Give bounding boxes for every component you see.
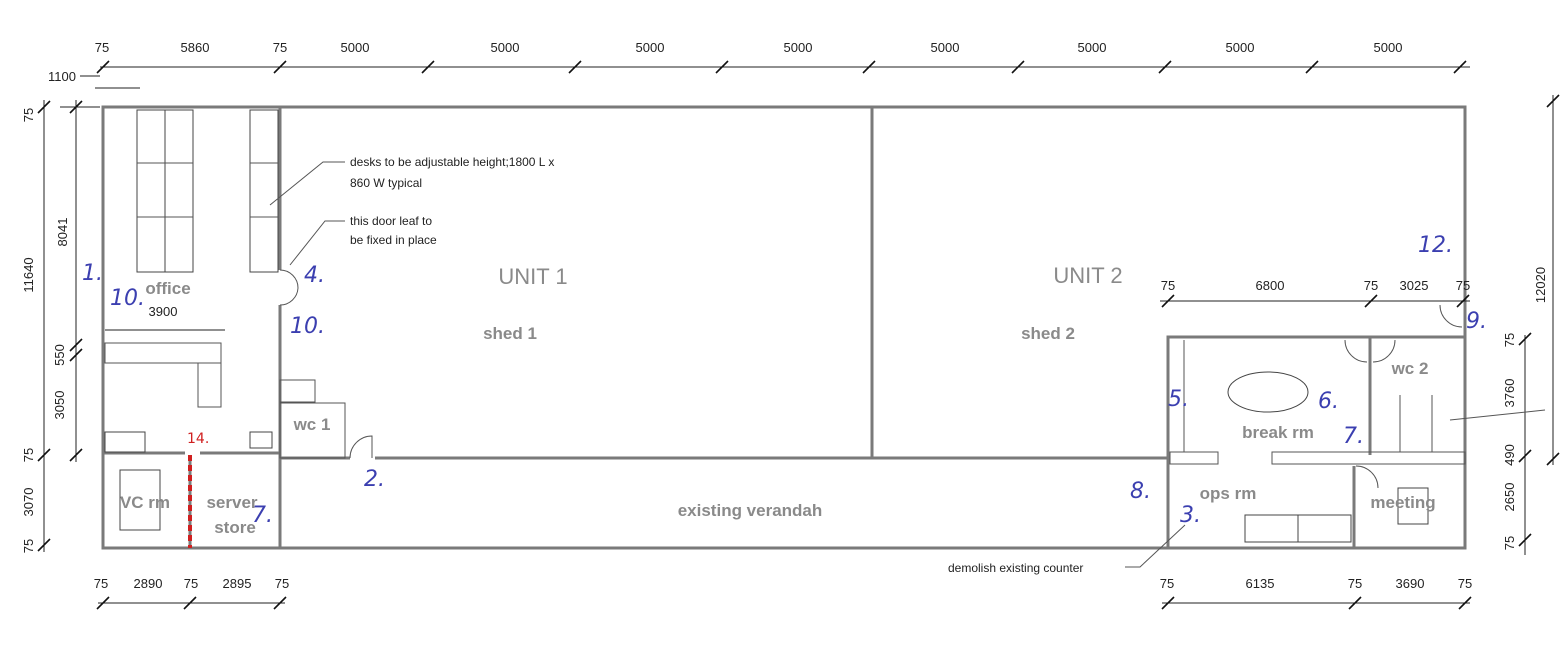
dim-label: 3070 bbox=[21, 488, 36, 517]
dim-label: 75 bbox=[21, 539, 36, 553]
left-dimension-lines: 75 8041 11640 550 3050 75 3070 75 bbox=[21, 100, 100, 553]
annotations: desks to be adjustable height;1800 L x 8… bbox=[269, 155, 1186, 575]
dim-label: 1100 bbox=[48, 69, 76, 84]
room-labels: UNIT 1 shed 1 UNIT 2 shed 2 office wc 1 … bbox=[120, 263, 1436, 537]
wc1-label: wc 1 bbox=[293, 415, 331, 434]
dim-label: 75 bbox=[184, 576, 198, 591]
inner-right-dimensions: 75 6800 75 3025 75 bbox=[1161, 278, 1470, 308]
marker: 14. bbox=[187, 431, 209, 447]
dim-label: 2895 bbox=[223, 576, 252, 591]
wc2-label: wc 2 bbox=[1391, 359, 1429, 378]
dim-label: 8041 bbox=[55, 218, 70, 247]
marker: 10. bbox=[110, 286, 145, 311]
dimension-tick bbox=[421, 60, 435, 74]
break-room-label: break rm bbox=[1242, 423, 1314, 442]
dim-label: 75 bbox=[275, 576, 289, 591]
dim-label: 5000 bbox=[1374, 40, 1403, 55]
dim-label: 75 bbox=[1160, 576, 1174, 591]
marker: 6. bbox=[1318, 389, 1339, 414]
dim-label: 12020 bbox=[1533, 267, 1548, 303]
shed-1-label: shed 1 bbox=[483, 324, 537, 343]
dim-label: 75 bbox=[1502, 536, 1517, 550]
dim-label: 3900 bbox=[149, 304, 178, 319]
dim-label: 75 bbox=[1364, 278, 1378, 293]
furniture bbox=[104, 109, 1429, 543]
dim-label: 75 bbox=[95, 40, 109, 55]
ops-room-label: ops rm bbox=[1200, 484, 1257, 503]
dim-label: 6135 bbox=[1246, 576, 1275, 591]
dimension-tick bbox=[715, 60, 729, 74]
marker: 1. bbox=[82, 261, 103, 286]
dim-label: 75 bbox=[21, 108, 36, 122]
dim-label: 5000 bbox=[491, 40, 520, 55]
marker: 8. bbox=[1130, 479, 1151, 504]
dim-label: 75 bbox=[1456, 278, 1470, 293]
dimension-tick bbox=[1453, 60, 1467, 74]
dim-label: 5000 bbox=[1226, 40, 1255, 55]
vc-room-label: VC rm bbox=[120, 493, 170, 512]
marker: 7. bbox=[252, 503, 273, 528]
dimension-tick bbox=[1305, 60, 1319, 74]
dim-label: 75 bbox=[1502, 333, 1517, 347]
dimension-tick bbox=[862, 60, 876, 74]
marker: 2. bbox=[364, 467, 385, 492]
dim-label: 5000 bbox=[1078, 40, 1107, 55]
marker: 10. bbox=[290, 314, 325, 339]
dim-label: 75 bbox=[1458, 576, 1472, 591]
dimension-tick bbox=[273, 60, 287, 74]
dimension-tick bbox=[96, 60, 110, 74]
dimension-tick bbox=[1011, 60, 1025, 74]
desks-note: desks to be adjustable height;1800 L x bbox=[350, 155, 554, 169]
right-dimension-lines: 12020 75 3760 490 2650 75 bbox=[1449, 94, 1560, 555]
marker: 12. bbox=[1418, 233, 1453, 258]
dim-label: 550 bbox=[52, 344, 67, 366]
office-label: office bbox=[145, 279, 190, 298]
marker: 7. bbox=[1343, 424, 1364, 449]
dim-label: 2650 bbox=[1502, 483, 1517, 512]
meeting-label: meeting bbox=[1370, 493, 1435, 512]
dim-label: 2890 bbox=[134, 576, 163, 591]
dim-label: 75 bbox=[21, 448, 36, 462]
dim-label: 3025 bbox=[1400, 278, 1429, 293]
unit-1-label: UNIT 1 bbox=[498, 264, 567, 289]
dim-label: 5000 bbox=[784, 40, 813, 55]
dim-label: 75 bbox=[273, 40, 287, 55]
desks-note: 860 W typical bbox=[350, 176, 422, 190]
dim-label: 490 bbox=[1502, 444, 1517, 466]
dim-label: 11640 bbox=[21, 257, 36, 292]
marker: 4. bbox=[304, 263, 325, 288]
store-label: store bbox=[214, 518, 256, 537]
door-note: this door leaf to bbox=[350, 214, 432, 228]
marker: 5. bbox=[1168, 387, 1189, 412]
dim-label: 75 bbox=[94, 576, 108, 591]
building-walls: 3900 bbox=[101, 105, 1470, 550]
shed-2-label: shed 2 bbox=[1021, 324, 1075, 343]
marker: 9. bbox=[1466, 309, 1487, 334]
marker: 3. bbox=[1180, 503, 1201, 528]
top-dimension-line: 75 5860 75 5000 5000 5000 5000 5000 5000… bbox=[48, 40, 1470, 89]
dim-label: 3760 bbox=[1502, 379, 1517, 408]
dimension-tick bbox=[1158, 60, 1172, 74]
dim-label: 5000 bbox=[931, 40, 960, 55]
handwritten-markers: 1. 10. 4. 10. 2. 14. 7. 12. 9. 5. 6. 7. … bbox=[82, 233, 1487, 528]
unit-2-label: UNIT 2 bbox=[1053, 263, 1122, 288]
dim-label: 3690 bbox=[1396, 576, 1425, 591]
dim-label: 75 bbox=[1161, 278, 1175, 293]
dim-label: 3050 bbox=[52, 391, 67, 420]
dim-label: 5000 bbox=[341, 40, 370, 55]
dimension-tick bbox=[568, 60, 582, 74]
dim-label: 6800 bbox=[1256, 278, 1285, 293]
dim-label: 5860 bbox=[181, 40, 210, 55]
verandah-label: existing verandah bbox=[678, 501, 823, 520]
server-label: server bbox=[206, 493, 257, 512]
dim-label: 75 bbox=[1348, 576, 1362, 591]
door-note: be fixed in place bbox=[350, 233, 437, 247]
counter-note: demolish existing counter bbox=[948, 561, 1083, 575]
bottom-dimension-lines: 75 2890 75 2895 75 75 6135 75 3690 75 bbox=[94, 576, 1472, 610]
dim-label: 5000 bbox=[636, 40, 665, 55]
